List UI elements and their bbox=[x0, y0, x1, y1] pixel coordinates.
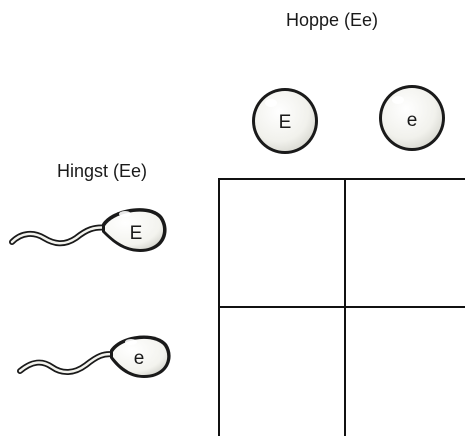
egg-cell-icon: E bbox=[252, 88, 318, 154]
punnett-cell bbox=[344, 178, 465, 308]
punnett-cell bbox=[218, 178, 346, 308]
stallion-label: Hingst (Ee) bbox=[57, 161, 148, 181]
sperm-cell-icon: e bbox=[17, 335, 171, 378]
stallion-allele-1: E bbox=[130, 223, 143, 244]
punnett-cell bbox=[218, 306, 346, 436]
punnett-square bbox=[218, 178, 465, 436]
mare-allele-2: e bbox=[407, 110, 418, 131]
sperm-cell-icon: E bbox=[9, 208, 167, 252]
punnett-cell bbox=[344, 306, 465, 436]
egg-cell-icon: e bbox=[379, 85, 445, 151]
mare-label: Hoppe (Ee) bbox=[286, 10, 379, 30]
stallion-allele-2: e bbox=[134, 348, 145, 369]
mare-allele-1: E bbox=[279, 112, 292, 133]
